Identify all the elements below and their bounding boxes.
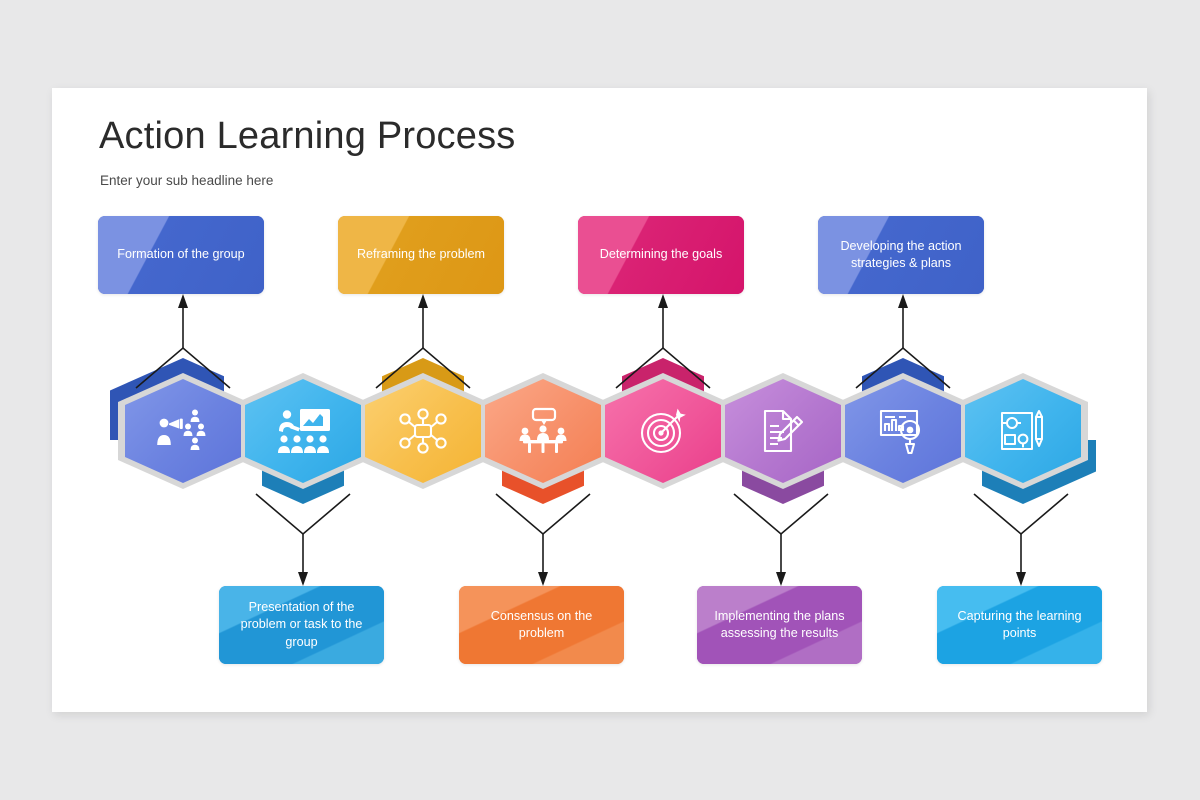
bottom-label-text-3: Implementing the plans assessing the res…	[714, 608, 845, 640]
top-label-box-4[interactable]: Developing the action strategies & plans	[818, 216, 984, 294]
connector-down-4	[973, 493, 1069, 586]
hex-inner	[605, 379, 721, 483]
connector-down-1	[255, 493, 351, 586]
megaphone-group-icon	[157, 409, 206, 450]
bottom-label-text-4: Capturing the learning points	[957, 608, 1082, 640]
bottom-label-box-3[interactable]: Implementing the plans assessing the res…	[697, 586, 862, 664]
top-label-text-2: Reframing the problem	[356, 247, 486, 262]
hex-inner	[725, 379, 841, 483]
hex-inner	[245, 379, 361, 483]
top-label-text-3: Determining the goals	[599, 247, 723, 262]
page-title: Action Learning Process	[99, 115, 516, 157]
bottom-label-box-1[interactable]: Presentation of the problem or task to t…	[219, 586, 384, 664]
slide-card: Action Learning Process Enter your sub h…	[52, 88, 1147, 712]
page-subtitle: Enter your sub headline here	[100, 173, 274, 188]
top-label-box-3[interactable]: Determining the goals	[578, 216, 744, 294]
hex-inner	[965, 379, 1081, 483]
hex-inner	[845, 379, 961, 483]
connector-up-2	[375, 294, 471, 389]
top-label-box-2[interactable]: Reframing the problem	[338, 216, 504, 294]
connector-up-3	[615, 294, 711, 389]
meeting-table-speech-icon	[519, 407, 567, 453]
hex-step-1[interactable]	[104, 358, 262, 500]
bottom-label-box-2[interactable]: Consensus on the problem	[459, 586, 624, 664]
connector-up-1	[135, 294, 231, 389]
hex-step-8[interactable]	[944, 366, 1102, 504]
top-label-text-1: Formation of the group	[117, 247, 245, 262]
hex-inner	[485, 379, 601, 483]
hex-inner	[125, 379, 241, 483]
board-notes-pencil-icon	[1001, 410, 1043, 450]
chart-magnifier-icon	[879, 409, 921, 455]
connector-down-3	[733, 493, 829, 586]
bottom-label-text-1: Presentation of the problem or task to t…	[240, 599, 363, 649]
top-label-box-1[interactable]: Formation of the group	[98, 216, 264, 294]
network-nodes-icon	[399, 408, 447, 454]
hex-inner	[365, 379, 481, 483]
top-label-text-4: Developing the action strategies & plans	[840, 238, 962, 270]
document-pencil-icon	[763, 409, 804, 453]
connector-down-2	[495, 493, 591, 586]
presentation-chart-audience-icon	[278, 409, 330, 453]
connector-up-4	[855, 294, 951, 389]
bottom-label-text-2: Consensus on the problem	[490, 608, 593, 640]
hex-step-3[interactable]	[344, 358, 502, 500]
bottom-label-box-4[interactable]: Capturing the learning points	[937, 586, 1102, 664]
target-arrow-icon	[640, 408, 686, 454]
